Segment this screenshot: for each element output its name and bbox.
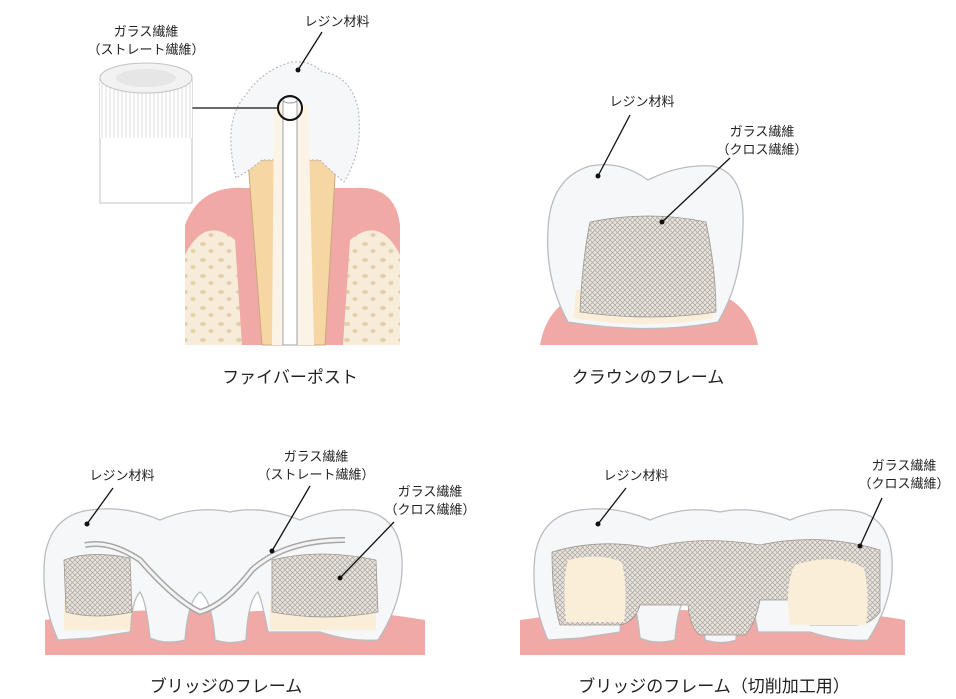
label-straight-fiber: （ストレート繊維） (87, 42, 204, 58)
caption-crown-frame: クラウンのフレーム (572, 368, 725, 388)
label-straight-fiber: （ストレート繊維） (257, 467, 374, 483)
bridge-frame-panel: レジン材料 ガラス繊維 （ストレート繊維） ガラス繊維 （クロス繊維） ブリッジ… (44, 449, 476, 697)
label-cross-fiber: （クロス繊維） (384, 502, 475, 518)
bridge-frame-cad-panel: レジン材料 ガラス繊維 （クロス繊維） ブリッジのフレーム（切削加工用） (520, 458, 950, 697)
label-resin: レジン材料 (89, 469, 154, 484)
label-resin: レジン材料 (304, 15, 369, 30)
bone (185, 230, 242, 345)
abutment-left (564, 556, 625, 622)
cross-fiber-coping-left (64, 554, 132, 616)
label-glass-fiber: ガラス繊維 (114, 24, 179, 40)
caption-fiber-post: ファイバーポスト (222, 368, 358, 388)
label-resin: レジン材料 (603, 469, 668, 484)
caption-bridge-frame: ブリッジのフレーム (150, 676, 303, 697)
label-cross-fiber: （クロス繊維） (716, 142, 807, 158)
cross-fiber-coping-right (272, 554, 378, 617)
label-cross-fiber: （クロス繊維） (858, 476, 949, 492)
label-glass-fiber-cross: ガラス繊維 (398, 484, 463, 500)
label-glass-fiber: ガラス繊維 (730, 124, 795, 140)
label-glass-fiber-straight: ガラス繊維 (284, 449, 349, 465)
fiber-post-panel: ガラス繊維 （ストレート繊維） レジン材料 ファイバーポスト (87, 15, 400, 388)
cross-fiber-coping (580, 216, 716, 317)
fiber-cylinder (100, 63, 192, 203)
abutment-right (788, 559, 868, 625)
fiber-post (283, 100, 297, 345)
label-resin: レジン材料 (609, 95, 674, 110)
caption-bridge-frame-cad: ブリッジのフレーム（切削加工用） (578, 676, 850, 697)
label-glass-fiber: ガラス繊維 (872, 458, 937, 474)
crown-frame-panel: レジン材料 ガラス繊維 （クロス繊維） クラウンのフレーム (540, 95, 808, 388)
